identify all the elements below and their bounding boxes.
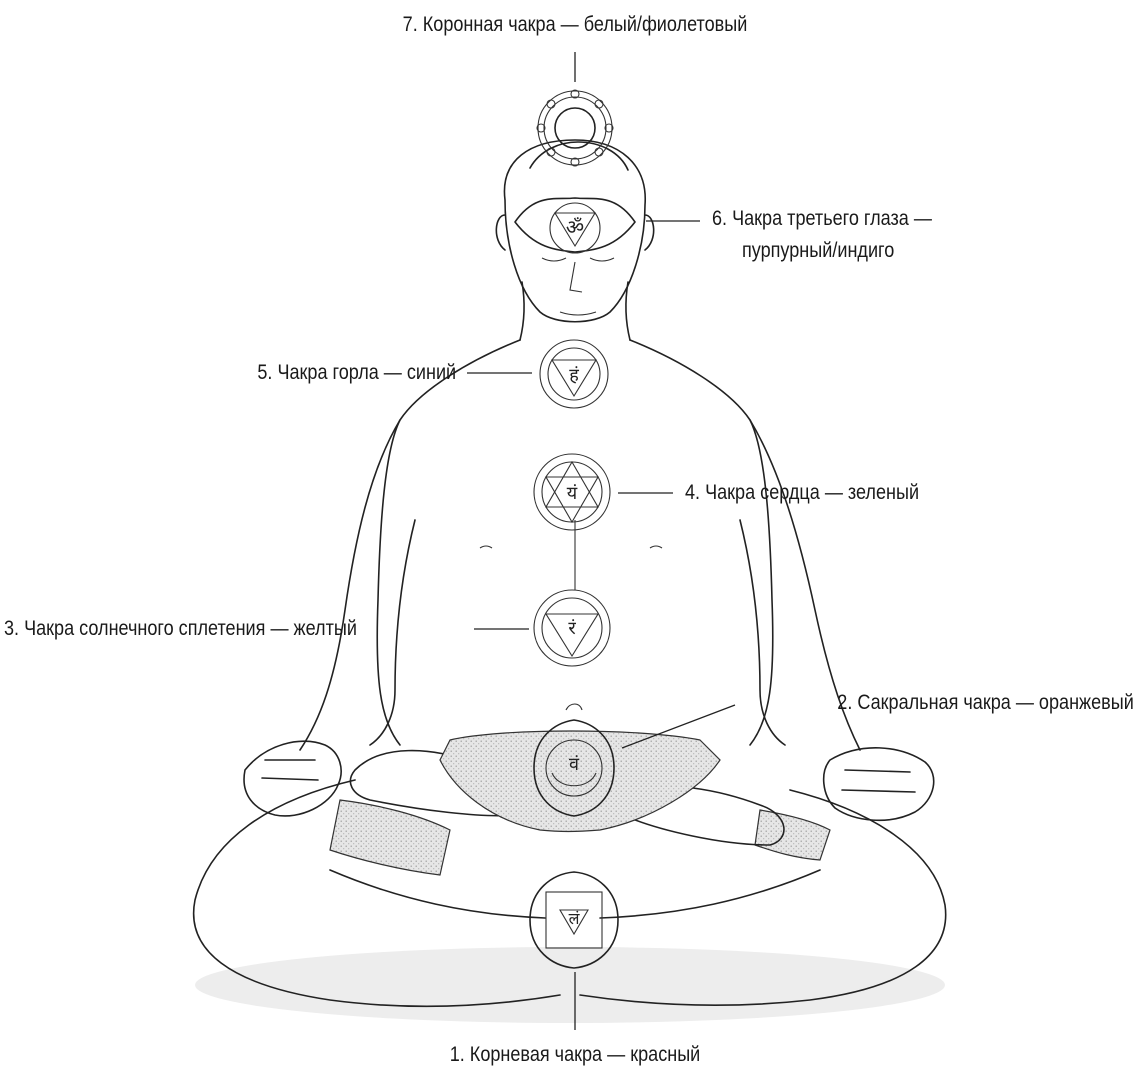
crown-chakra-label: 7. Коронная чакра — белый/фиолетовый (364, 12, 785, 38)
sacral-chakra-label: 2. Сакральная чакра — оранжевый (837, 690, 1134, 716)
vam-glyph: वं (569, 754, 580, 775)
yam-glyph: यं (567, 483, 578, 504)
chest-marks (480, 546, 662, 548)
heart-chakra-label: 4. Чакра сердца — зеленый (685, 480, 919, 506)
om-glyph: ॐ (566, 215, 584, 239)
ground-shadow (195, 947, 945, 1023)
shorts (440, 731, 720, 832)
closed-eyes (542, 258, 614, 261)
third-eye-chakra-label-line2: пурпурный/индиго (742, 238, 894, 264)
ram-glyph: रं (568, 618, 576, 639)
nose-mouth (560, 262, 596, 315)
shin-shading-right (755, 810, 830, 860)
heart-chakra-icon: यं (534, 454, 610, 530)
crown-chakra-lotus-icon (537, 90, 613, 166)
lam-glyph: लं (569, 909, 581, 928)
third-eye-chakra-label-line1: 6. Чакра третьего глаза — (712, 206, 932, 232)
ham-glyph: हं (569, 365, 579, 386)
third-eye-chakra-icon: ॐ (515, 198, 635, 253)
throat-chakra-icon: हं (540, 340, 608, 408)
right-hand (824, 748, 934, 820)
throat-chakra-label: 5. Чакра горла — синий (257, 360, 456, 386)
left-arm (300, 420, 415, 750)
left-hand (244, 741, 341, 816)
shin-shading-left (330, 800, 450, 875)
hair-bun (530, 142, 628, 170)
solar-plexus-chakra-icon: रं (534, 590, 610, 666)
root-chakra-label: 1. Корневая чакра — красный (420, 1042, 730, 1068)
solar-plexus-chakra-label: 3. Чакра солнечного сплетения — желтый (4, 616, 357, 642)
